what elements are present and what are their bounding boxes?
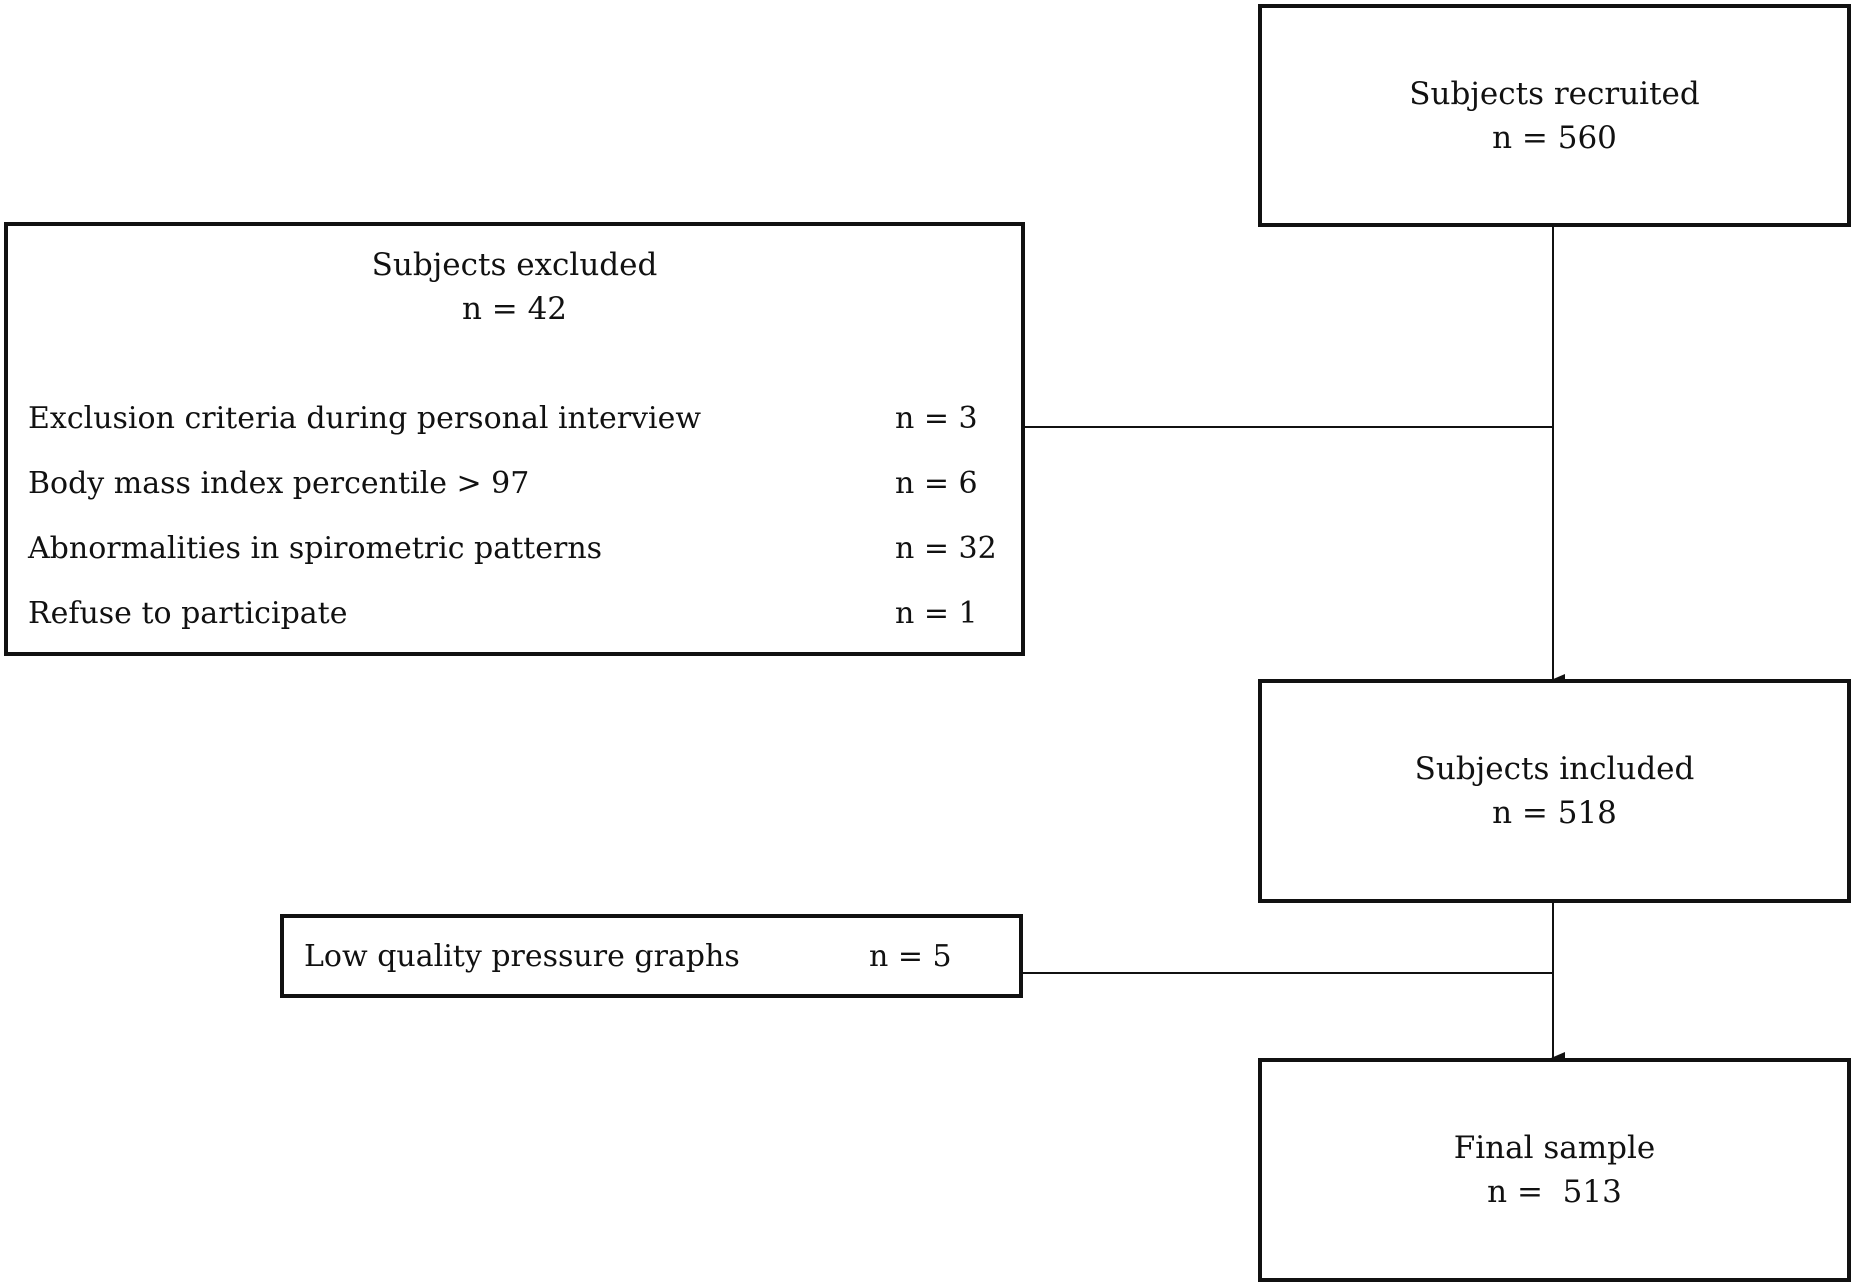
excluded-header: Subjects excluded n = 42 [8, 243, 1021, 331]
criterion-label: Abnormalities in spirometric patterns [28, 531, 603, 566]
included-count: n = 518 [1492, 795, 1617, 831]
exclusion-criterion-row: Body mass index percentile > 97 n = 6 [28, 451, 1005, 516]
exclusion-criteria-list: Exclusion criteria during personal inter… [28, 386, 1005, 646]
criterion-label: Exclusion criteria during personal inter… [28, 401, 702, 436]
exclusion-criterion-row: Abnormalities in spirometric patterns n … [28, 516, 1005, 581]
criterion-count: n = 3 [895, 401, 978, 436]
criterion-count: n = 32 [895, 531, 997, 566]
exclusion-criterion-row: Refuse to participate n = 1 [28, 581, 1005, 646]
criterion-label: Body mass index percentile > 97 [28, 466, 530, 501]
excluded-count: n = 42 [461, 291, 568, 327]
excluded-title: Subjects excluded [371, 247, 658, 283]
final-sample-title: Final sample [1453, 1130, 1656, 1166]
recruited-title: Subjects recruited [1409, 75, 1700, 112]
criterion-label: Refuse to participate [28, 596, 348, 631]
excluded-box: Subjects excluded n = 42 Exclusion crite… [4, 222, 1025, 656]
final-sample-count: n = 513 [1487, 1174, 1622, 1210]
recruited-box: Subjects recruited n = 560 [1258, 4, 1851, 227]
low-quality-label: Low quality pressure graphs [304, 938, 740, 974]
recruited-count: n = 560 [1492, 119, 1617, 156]
final-sample-box: Final sample n = 513 [1258, 1058, 1851, 1282]
low-quality-count: n = 5 [869, 938, 952, 974]
low-quality-box: Low quality pressure graphs n = 5 [280, 914, 1023, 998]
included-box: Subjects included n = 518 [1258, 679, 1851, 903]
included-title: Subjects included [1414, 751, 1695, 787]
exclusion-criterion-row: Exclusion criteria during personal inter… [28, 386, 1005, 451]
criterion-count: n = 1 [895, 596, 978, 631]
criterion-count: n = 6 [895, 466, 978, 501]
